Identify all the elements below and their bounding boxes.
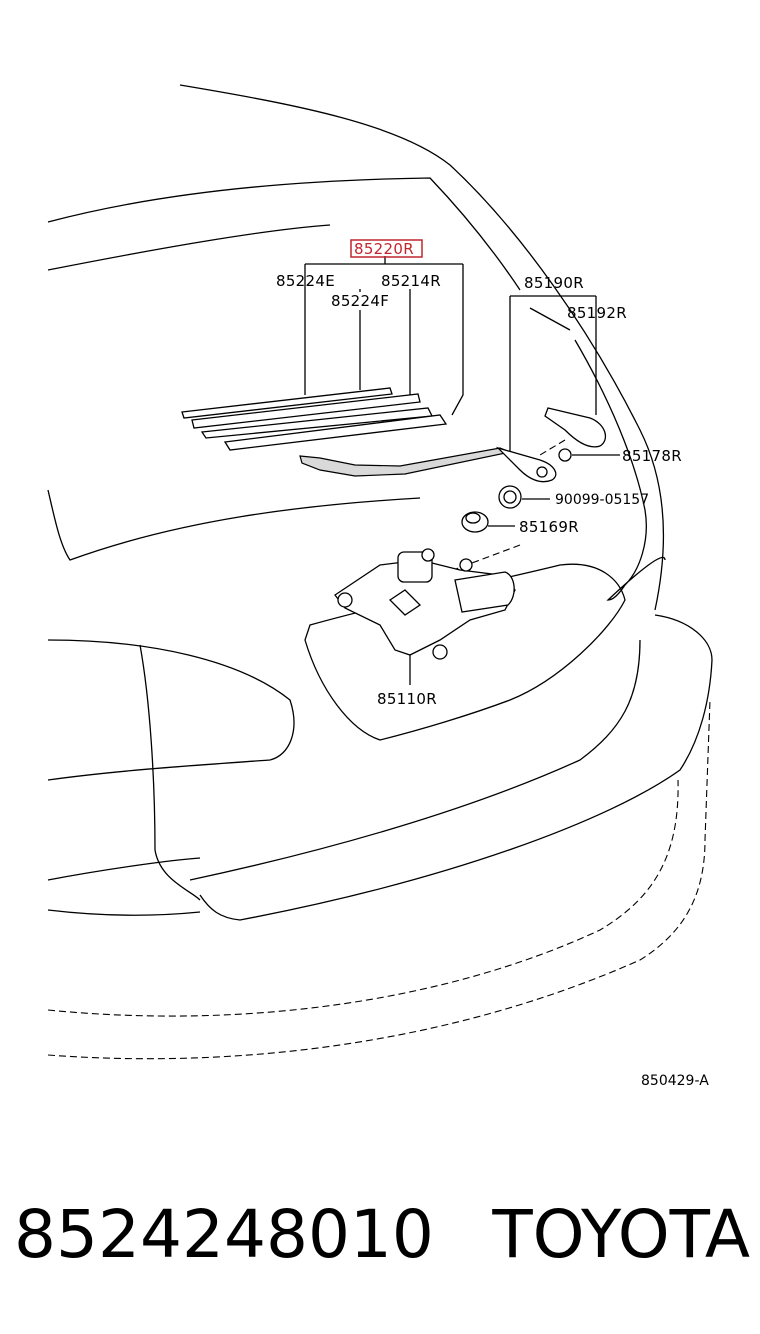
label-85110R[interactable]: 85110R [377, 690, 437, 708]
brand-name: TOYOTA [492, 1196, 750, 1273]
car-body-outline [47, 84, 713, 1060]
label-85220R[interactable]: 85220R [354, 240, 414, 258]
label-85224F[interactable]: 85224F [331, 292, 389, 310]
footer: 8524248010 TOYOTA [14, 1190, 750, 1280]
label-85169R[interactable]: 85169R [519, 518, 579, 536]
label-85214R[interactable]: 85214R [381, 272, 441, 290]
wiper-nut [558, 448, 572, 462]
highlight-box [350, 239, 423, 258]
parts-diagram: 85220R 85224E 85214R 85224F 85190R 85192… [47, 84, 713, 1089]
part-labels: 85220R 85224E 85214R 85224F 85190R 85192… [276, 239, 709, 1089]
wiper-blade-assembly [181, 387, 557, 483]
wiper-motor [334, 548, 516, 660]
leader-lines [304, 256, 620, 685]
label-85178R[interactable]: 85178R [622, 447, 682, 465]
grommet [461, 511, 489, 533]
label-85190R[interactable]: 85190R [524, 274, 584, 292]
label-85192R[interactable]: 85192R [567, 304, 627, 322]
diagram-ref-code: 850429-A [641, 1073, 709, 1089]
label-90099-05157[interactable]: 90099-05157 [555, 492, 649, 508]
part-number: 8524248010 [14, 1196, 434, 1273]
label-85224E[interactable]: 85224E [276, 272, 335, 290]
washer [498, 485, 522, 509]
wiper-cap [544, 407, 607, 448]
